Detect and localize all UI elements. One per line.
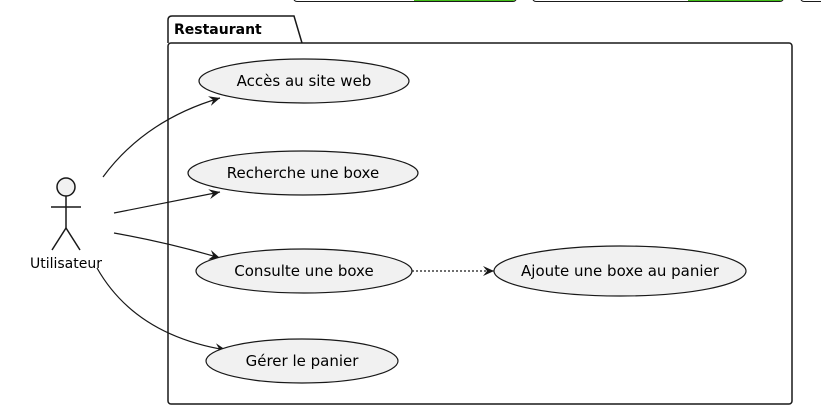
use-case-search: Recherche une boxe <box>187 150 419 196</box>
actor-label: Utilisateur <box>30 256 102 272</box>
use-case-access: Accès au site web <box>198 58 410 104</box>
use-case-search-label: Recherche une boxe <box>227 164 379 182</box>
package-tab <box>167 15 303 44</box>
actor-left-leg <box>51 227 67 251</box>
use-case-search-shape <box>187 150 419 196</box>
package-restaurant: Restaurant <box>167 15 793 405</box>
use-case-cart-label: Gérer le panier <box>246 352 360 370</box>
actor-right-leg <box>65 227 81 251</box>
use-case-access-label: Accès au site web <box>237 72 372 90</box>
relation-actor-consult <box>113 232 221 260</box>
relations <box>96 96 494 354</box>
use-case-access-shape <box>198 58 410 104</box>
use-case-add: Ajoute une boxe au panier <box>493 245 747 297</box>
package-body <box>167 42 793 405</box>
use-case-add-label: Ajoute une boxe au panier <box>521 262 720 280</box>
relation-actor-cart <box>96 267 227 354</box>
use-case-consult-shape <box>195 248 413 294</box>
top-badge-1-fill <box>414 0 516 1</box>
use-case-consult-label: Consulte une boxe <box>234 262 373 280</box>
use-case-add-shape <box>493 245 747 297</box>
use-case-cart-shape <box>205 338 399 384</box>
use-case-cart: Gérer le panier <box>205 338 399 384</box>
package-title: Restaurant <box>174 22 262 38</box>
relation-actor-search <box>113 189 221 214</box>
top-badge-3 <box>800 0 821 2</box>
top-badge-2-fill <box>688 0 783 1</box>
relation-actor-access <box>102 96 221 178</box>
actor-head <box>56 177 76 197</box>
use-case-consult: Consulte une boxe <box>195 248 413 294</box>
actor-utilisateur <box>51 177 81 251</box>
